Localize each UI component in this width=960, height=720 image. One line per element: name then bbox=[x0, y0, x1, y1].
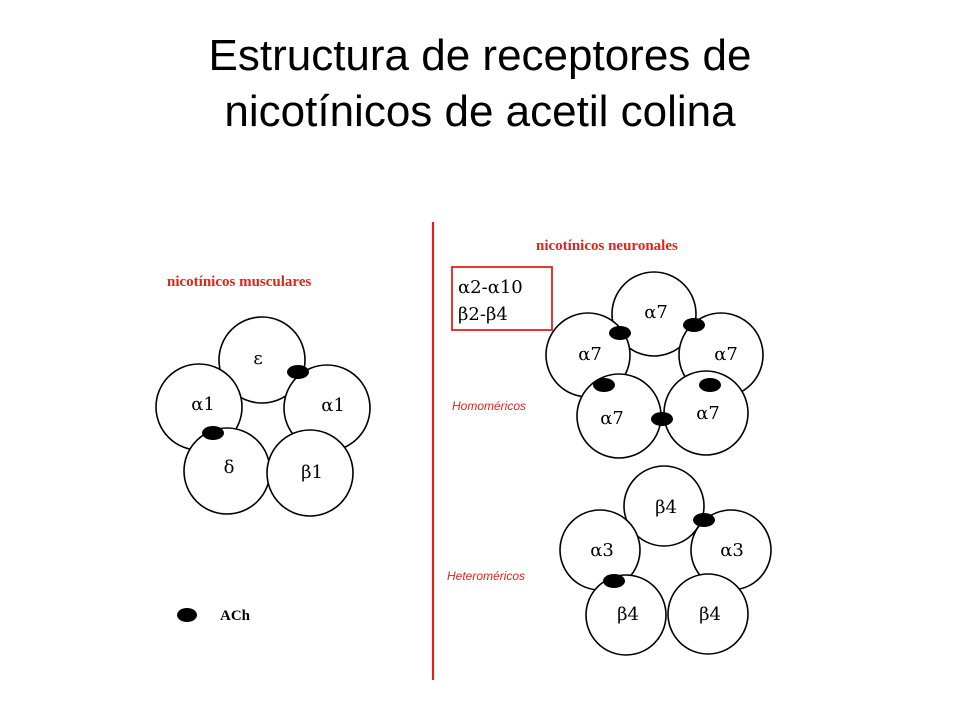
subunit-label: α7 bbox=[696, 403, 720, 424]
subunit-beta4 bbox=[585, 574, 667, 656]
subunit-label: β4 bbox=[699, 604, 721, 625]
ach-binding-site bbox=[202, 426, 224, 440]
ach-binding-site bbox=[593, 378, 615, 392]
subunit-alpha7 bbox=[611, 271, 697, 357]
muscular-receptor: ε α1 α1 δ β1 bbox=[155, 316, 371, 517]
ach-binding-site bbox=[287, 365, 309, 379]
subunit-beta1 bbox=[266, 429, 354, 517]
subunit-label: ε bbox=[253, 348, 262, 369]
slide-title: Estructura de receptores de nicotínicos … bbox=[0, 28, 960, 140]
subunit-label: β4 bbox=[655, 497, 677, 518]
subunit-label: α7 bbox=[578, 344, 602, 365]
ach-binding-site bbox=[699, 378, 721, 392]
subunit-label: α7 bbox=[644, 302, 668, 323]
ach-binding-site bbox=[603, 574, 625, 588]
ach-legend-label: ACh bbox=[220, 608, 251, 624]
beta-range: β2-β4 bbox=[458, 304, 508, 325]
subunit-label: β1 bbox=[301, 462, 323, 483]
subunit-label: δ bbox=[224, 457, 235, 478]
subunit-label: α7 bbox=[600, 408, 624, 429]
subunit-label: β4 bbox=[617, 604, 639, 625]
heteromeric-label: Heteroméricos bbox=[447, 569, 525, 583]
ach-binding-site bbox=[651, 412, 673, 426]
subunit-label: α3 bbox=[720, 540, 744, 561]
heteromeric-receptor: β4 α3 α3 β4 β4 bbox=[559, 465, 772, 656]
neuronal-label: nicotínicos neuronales bbox=[536, 238, 678, 254]
homomeric-receptor: α7 α7 α7 α7 α7 bbox=[545, 271, 764, 459]
subunit-beta4 bbox=[623, 465, 705, 547]
title-line-2: nicotínicos de acetil colina bbox=[224, 87, 736, 136]
ach-legend-dot bbox=[177, 608, 197, 622]
legend: ACh bbox=[177, 608, 251, 624]
subunit-label: α1 bbox=[321, 395, 345, 416]
ach-binding-site bbox=[609, 326, 631, 340]
title-line-1: Estructura de receptores de bbox=[208, 31, 752, 80]
ach-binding-site bbox=[683, 318, 705, 332]
muscular-label: nicotínicos musculares bbox=[167, 274, 311, 290]
subunit-beta4 bbox=[667, 573, 749, 655]
ach-binding-site bbox=[693, 513, 715, 527]
subunit-epsilon bbox=[218, 316, 306, 404]
alpha-range: α2-α10 bbox=[458, 277, 523, 298]
subtype-range-box bbox=[451, 266, 553, 331]
subunit-label: α7 bbox=[714, 344, 738, 365]
homomeric-label: Homoméricos bbox=[452, 399, 526, 413]
subunit-label: α3 bbox=[590, 540, 614, 561]
subunit-label: α1 bbox=[191, 394, 215, 415]
